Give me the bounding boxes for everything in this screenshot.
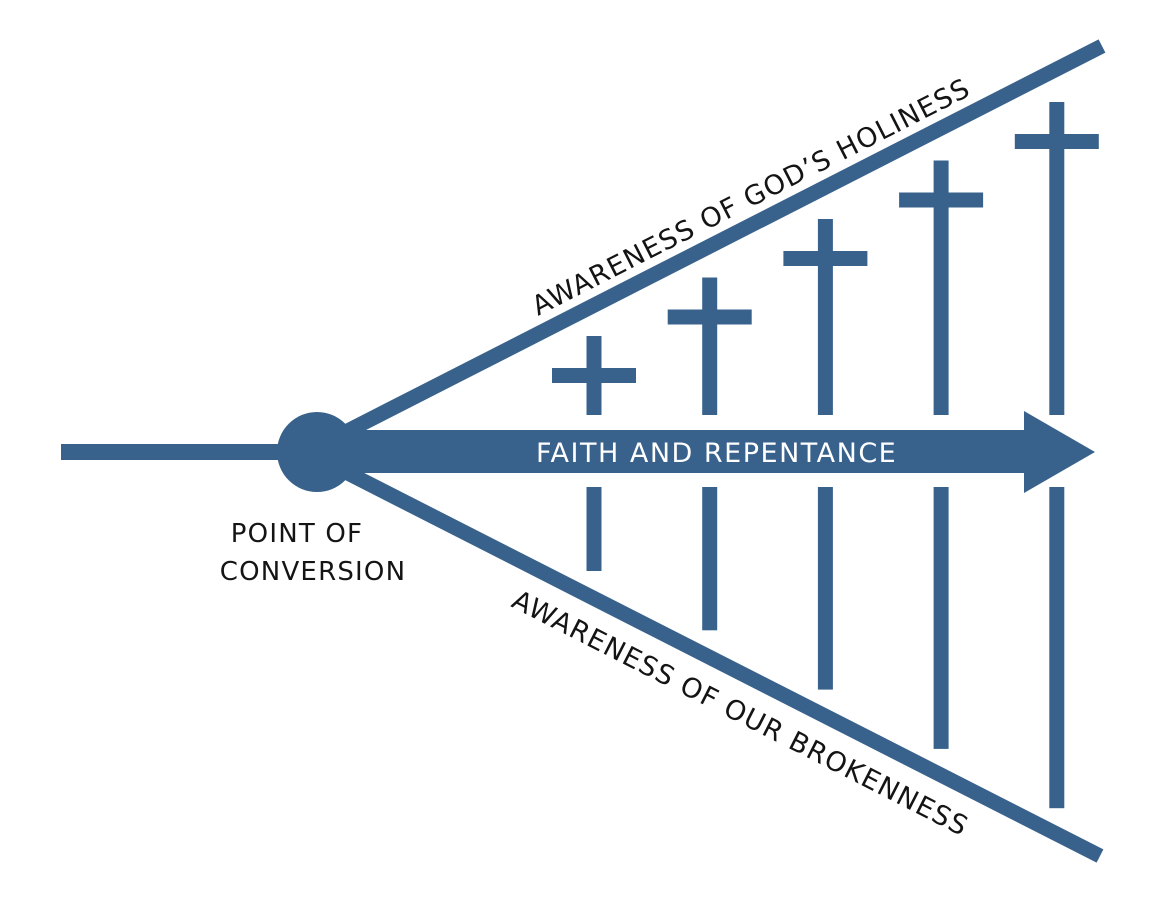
cross-2-arm — [667, 309, 752, 325]
brokenness-label: AWARENESS OF OUR BROKENNESS — [507, 585, 974, 843]
brokenness-line — [326, 457, 1104, 863]
lead-in-line — [61, 444, 311, 460]
faith-repentance-arrow — [330, 411, 1095, 493]
holiness-line — [326, 39, 1106, 447]
conversion-label-line2: CONVERSION — [220, 557, 406, 587]
cross-5-arm — [1014, 134, 1099, 149]
cross-3-arm — [783, 251, 868, 266]
cross-1-arm — [552, 368, 636, 383]
arrow-label: FAITH AND REPENTANCE — [536, 438, 897, 469]
conversion-point — [277, 412, 357, 492]
cross-4-arm — [899, 192, 984, 208]
conversion-label-line1: POINT OF — [231, 519, 363, 549]
